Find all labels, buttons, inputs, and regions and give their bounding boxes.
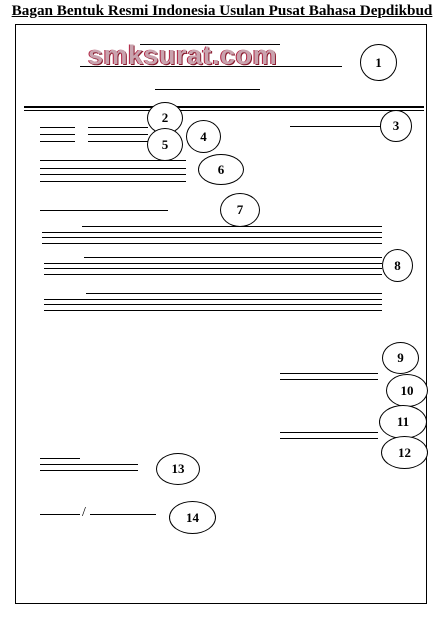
marker-13: 13 bbox=[156, 453, 200, 485]
body-line bbox=[44, 263, 382, 264]
signature-line bbox=[280, 432, 378, 433]
marker-7: 7 bbox=[220, 193, 260, 227]
salutation-line bbox=[40, 210, 168, 211]
closing-line bbox=[280, 379, 378, 380]
marker-3: 3 bbox=[380, 110, 412, 142]
marker-5: 5 bbox=[147, 128, 183, 161]
marker-8: 8 bbox=[382, 249, 413, 282]
letterhead-separator bbox=[24, 106, 424, 108]
letter-frame bbox=[15, 24, 427, 604]
body-line bbox=[84, 257, 382, 258]
copy-line bbox=[40, 470, 138, 471]
field-line bbox=[88, 134, 148, 135]
copy-line bbox=[40, 458, 80, 459]
marker-14: 14 bbox=[169, 501, 216, 534]
document-title: Bagan Bentuk Resmi Indonesia Usulan Pusa… bbox=[11, 2, 433, 19]
marker-10: 10 bbox=[386, 374, 428, 407]
letterhead-line bbox=[155, 89, 260, 90]
field-line bbox=[40, 127, 75, 128]
marker-6: 6 bbox=[198, 154, 244, 185]
body-line bbox=[82, 226, 382, 227]
closing-line bbox=[280, 373, 378, 374]
body-line bbox=[44, 268, 382, 269]
body-line bbox=[44, 299, 382, 300]
letterhead-line bbox=[140, 44, 280, 45]
field-line bbox=[88, 127, 148, 128]
watermark-logo: smksurat.com bbox=[88, 40, 278, 70]
address-line bbox=[40, 160, 186, 161]
body-line bbox=[86, 293, 382, 294]
address-line bbox=[40, 168, 186, 169]
marker-11: 11 bbox=[379, 405, 427, 439]
initials-line bbox=[90, 514, 156, 515]
marker-1: 1 bbox=[360, 44, 397, 81]
field-line bbox=[40, 141, 75, 142]
body-line bbox=[42, 232, 382, 233]
letterhead-line bbox=[80, 66, 342, 67]
address-line bbox=[40, 174, 186, 175]
marker-12: 12 bbox=[381, 436, 428, 469]
body-line bbox=[42, 237, 382, 238]
date-line bbox=[290, 126, 382, 127]
body-line bbox=[44, 310, 382, 311]
field-line bbox=[88, 141, 148, 142]
initials-separator: / bbox=[82, 505, 86, 520]
body-line bbox=[42, 243, 382, 244]
body-line bbox=[44, 304, 382, 305]
copy-line bbox=[40, 464, 138, 465]
address-line bbox=[40, 181, 186, 182]
signature-line bbox=[280, 438, 378, 439]
body-line bbox=[44, 274, 382, 275]
marker-4: 4 bbox=[186, 120, 221, 153]
field-line bbox=[40, 134, 75, 135]
initials-line bbox=[40, 514, 80, 515]
marker-9: 9 bbox=[382, 342, 419, 374]
letterhead-separator bbox=[24, 110, 424, 111]
